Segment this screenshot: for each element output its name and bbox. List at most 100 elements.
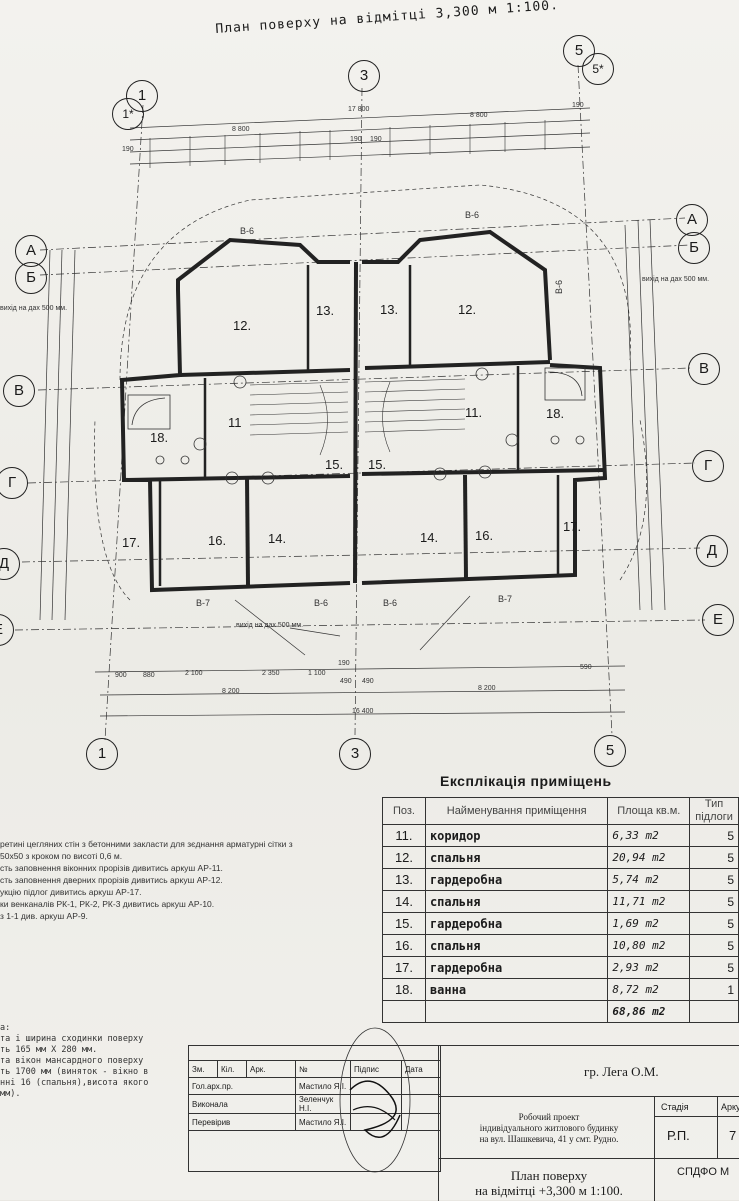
stair-window-notes: а: та і ширина сходинки поверху ть 165 м… [0, 1023, 188, 1100]
header-type: Тип підлоги [689, 797, 739, 825]
cell-type: 1 [689, 978, 739, 1001]
note-line: укцію підлог дивитись аркуш АР-17. [0, 887, 142, 897]
axis-marker-v-right: В [688, 353, 720, 385]
cell-type: 5 [689, 846, 739, 869]
project-line: на вул. Шашкевича, 41 у смт. Рудно. [479, 1134, 619, 1144]
dim-left-top: 8 800 [232, 126, 250, 133]
note-line: 50x50 з кроком по висоті 0,6 м. [0, 851, 123, 861]
room-label: 16. [475, 528, 494, 543]
project-line: Робочий проект [518, 1112, 580, 1122]
sheet-value: 7 [729, 1128, 737, 1143]
note-line: ть 1700 мм (виняток - вікно в [0, 1067, 149, 1077]
stamp-header: Кіл. [217, 1060, 247, 1078]
general-notes: ретині цегляних стін з бетонними закласт… [0, 838, 370, 922]
cell-area: 10,80 m2 [607, 934, 691, 957]
note-line: а: [0, 1023, 11, 1033]
cell-name: спальня [424, 934, 609, 957]
cell-type: 5 [689, 868, 739, 891]
axis-marker-e-right: Е [702, 604, 734, 636]
note-line: сть заповнення віконних прорізів дивитис… [0, 863, 223, 873]
cell-area: 1,69 m2 [607, 912, 691, 935]
room-label: 14. [268, 531, 287, 546]
dim-top-b: 190 [350, 136, 362, 143]
room-label: 15. [325, 457, 344, 472]
room-label: 12. [458, 302, 477, 317]
cell-area: 11,71 m2 [607, 890, 691, 913]
title-block-info: гр. Лега О.М. Робочий проект індивідуаль… [438, 1045, 739, 1201]
title-block-stamp: Зм. Кіл. Арк. № Підпис Дата Гол.арх.пр.М… [188, 1045, 441, 1172]
room-label: 18. [546, 406, 565, 421]
dim-bottom-a: 190 [338, 660, 350, 667]
dim-bottom-e: 2 350 [262, 670, 280, 677]
cell-pos: 14. [382, 890, 426, 913]
stamp-header: Арк. [246, 1060, 296, 1078]
note-line: сть заповнення дверних прорізів дивитись… [0, 875, 223, 885]
dim-right-top: 8 800 [470, 112, 488, 119]
sheet-title-line: План поверху [510, 1168, 588, 1183]
floor-plan-drawing [14, 64, 706, 741]
cell-name: гардеробна [424, 868, 609, 891]
axis-marker-g-right: Г [692, 450, 724, 482]
axis-marker-3: 3 [348, 60, 380, 92]
room-label: 13. [316, 303, 335, 318]
room-label: 15. [368, 457, 387, 472]
dim-bottom-c: 490 [362, 678, 374, 685]
room-label: 11 [228, 415, 242, 430]
dim-bottom-d: 2 100 [185, 670, 203, 677]
note-line: ть 165 мм X 280 мм. [0, 1045, 98, 1055]
axis-marker-1-bottom: 1 [86, 738, 118, 770]
note-line: з 1-1 див. аркуш АР-9. [0, 911, 88, 921]
cell-type: 5 [689, 912, 739, 935]
stamp-role: Гол.арх.пр. [188, 1077, 296, 1095]
note-line: нні 16 (спальня),висота якого [0, 1078, 149, 1088]
lintel-label: В-6 [314, 598, 329, 608]
room-label: 16. [208, 533, 227, 548]
axis-marker-3-bottom: 3 [339, 738, 371, 770]
stamp-person: Зеленчук Н.І. [295, 1094, 351, 1114]
note-line: ретині цегляних стін з бетонними закласт… [0, 839, 293, 849]
lintel-label: В-6 [465, 210, 480, 220]
cell-area: 6,33 m2 [607, 824, 691, 847]
cell-name: коридор [424, 824, 609, 847]
lintel-label: В-6 [240, 226, 255, 236]
table-total-row: 68,86 m2 [382, 1000, 739, 1023]
table-header-row: Поз. Найменування приміщення Площа кв.м.… [382, 797, 739, 825]
dim-top-a: 190 [122, 146, 134, 153]
total-area: 68,86 m2 [607, 1000, 691, 1023]
axis-marker-1-star: 1* [112, 98, 144, 130]
sheet-title-line: на відмітці +3,300 м 1:100. [475, 1183, 623, 1198]
explication-title: Експлікація приміщень [440, 773, 612, 789]
stage-label: Стадія [661, 1102, 689, 1112]
cell-type: 5 [689, 934, 739, 957]
cell-name: спальня [424, 846, 609, 869]
axis-marker-b-right: Б [678, 232, 710, 264]
cell-area: 8,72 m2 [607, 978, 691, 1001]
project-line: індивідуального житлового будинку [479, 1123, 619, 1133]
cell-type: 5 [689, 824, 739, 847]
room-label: 12. [233, 318, 252, 333]
cell-type: 5 [689, 890, 739, 913]
cell-pos: 15. [382, 912, 426, 935]
lintel-label: В-7 [196, 598, 211, 608]
dim-bottom-b: 490 [340, 678, 352, 685]
explication-table: Поз. Найменування приміщення Площа кв.м.… [382, 797, 739, 1023]
header-name: Найменування приміщення [424, 797, 609, 825]
axis-marker-5: 5 [563, 35, 595, 67]
cell-pos: 13. [382, 868, 426, 891]
room-label: 17. [563, 519, 582, 534]
lintel-label: В-6 [554, 279, 565, 295]
cell-area: 20,94 m2 [607, 846, 691, 869]
stamp-role: Перевірив [188, 1113, 296, 1131]
axis-marker-5-star: 5* [582, 53, 614, 85]
header-area: Площа кв.м. [607, 797, 691, 825]
room-label: 11. [465, 405, 483, 420]
stamp-role: Виконала [188, 1094, 296, 1114]
cell-name: ванна [424, 978, 609, 1001]
dim-bottom-f: 1 100 [308, 670, 326, 677]
